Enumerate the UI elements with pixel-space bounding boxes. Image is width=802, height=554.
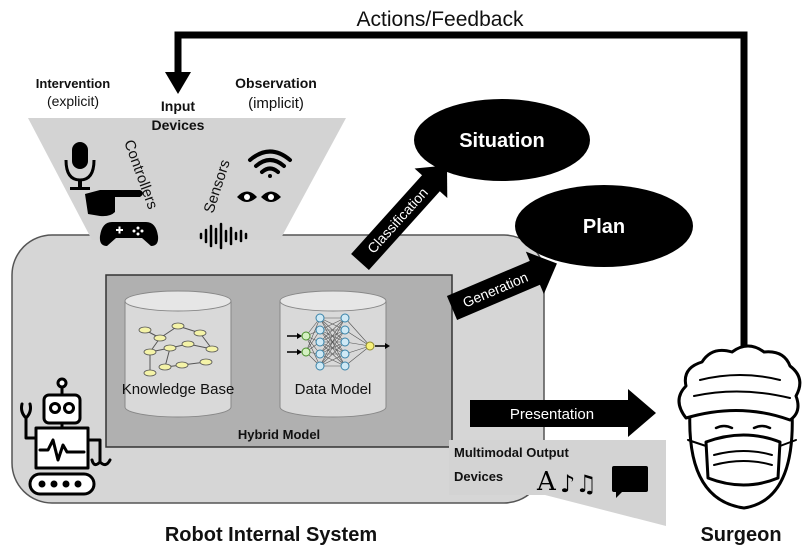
knowledge-base-cylinder: [124, 290, 232, 418]
intervention-sub: (explicit): [47, 93, 99, 109]
knowledge-base-label: Knowledge Base: [122, 381, 235, 398]
data-model-label: Data Model: [295, 381, 372, 398]
robot-icon: [20, 377, 112, 496]
surgeon-label: Surgeon: [700, 524, 781, 546]
font-a-glyph: A: [536, 467, 557, 497]
data-model-cylinder: [279, 290, 390, 418]
multimodal-output-panel: [449, 440, 666, 526]
multimodal-label-line1: Multimodal Output: [454, 445, 569, 460]
observation-sub: (implicit): [248, 95, 304, 112]
gamepad-icon: [99, 222, 159, 246]
observation-title: Observation: [235, 75, 317, 91]
sound-wave-icon: [199, 222, 248, 250]
plan-ellipse: [515, 185, 693, 267]
presentation-arrow: Presentation: [470, 389, 656, 437]
situation-ellipse: [414, 99, 590, 181]
eyes-icon: [237, 191, 281, 202]
intervention-title: Intervention: [36, 76, 110, 91]
input-devices-line2: Devices: [152, 117, 205, 133]
hybrid-model-label: Hybrid Model: [238, 427, 320, 442]
pointing-hand-icon: [85, 190, 143, 217]
surgeon-icon: [677, 344, 802, 510]
multimodal-label-line2: Devices: [454, 469, 503, 484]
speech-bubble-icon: [612, 466, 648, 498]
robot-internal-system-label: Robot Internal System: [165, 524, 377, 546]
music-notes-glyph: ♪♫: [560, 470, 597, 498]
situation-label: Situation: [459, 130, 545, 152]
presentation-label: Presentation: [510, 406, 594, 423]
plan-label: Plan: [583, 216, 625, 238]
feedback-loop-arrow: [165, 31, 748, 350]
input-devices-line1: Input: [161, 98, 196, 114]
feedback-label: Actions/Feedback: [357, 8, 524, 31]
microphone-icon: [64, 142, 96, 190]
wifi-icon: [248, 149, 292, 178]
